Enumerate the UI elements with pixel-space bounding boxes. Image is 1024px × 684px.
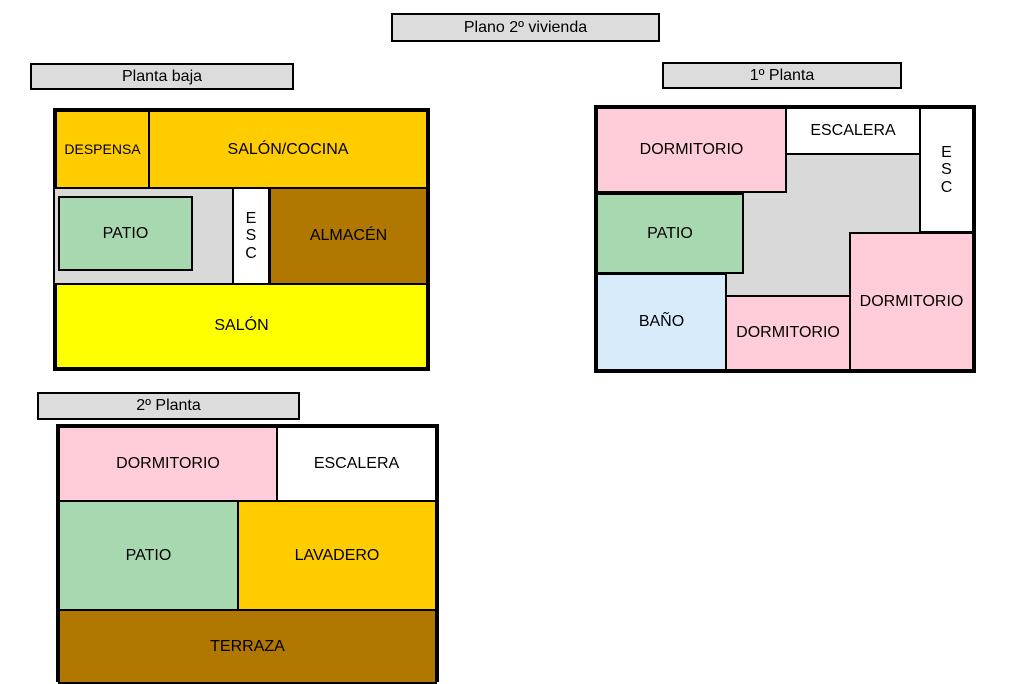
esc-letter: C: [245, 244, 257, 262]
room-escalera-primera: ESCALERA: [785, 107, 921, 155]
esc-letter: E: [245, 209, 257, 227]
room-terraza: TERRAZA: [58, 609, 437, 684]
room-escalera-segunda: ESCALERA: [276, 426, 437, 502]
esc-letter: C: [940, 178, 953, 196]
room-salon-cocina: SALÓN/COCINA: [148, 110, 428, 189]
floor-plan-segunda: DORMITORIO ESCALERA PATIO LAVADERO TERRA…: [56, 424, 439, 684]
esc-letter: S: [245, 227, 257, 245]
room-dormitorio-2: DORMITORIO: [725, 295, 851, 371]
floor-label-primera: 1º Planta: [662, 62, 902, 89]
room-bano: BAÑO: [596, 273, 727, 371]
room-lavadero: LAVADERO: [237, 500, 437, 611]
room-dormitorio-3: DORMITORIO: [849, 232, 974, 371]
room-dormitorio-1: DORMITORIO: [596, 107, 787, 193]
diagram-title: Plano 2º vivienda: [391, 13, 660, 42]
esc-letter: S: [941, 161, 952, 179]
floor-label-planta-baja: Planta baja: [30, 63, 294, 90]
room-patio-primera: PATIO: [596, 193, 744, 274]
room-almacen: ALMACÉN: [269, 187, 428, 285]
floor-label-segunda: 2º Planta: [37, 392, 300, 420]
room-patio: PATIO: [58, 196, 193, 271]
room-despensa: DESPENSA: [55, 110, 150, 189]
esc-letter: E: [941, 143, 952, 161]
room-dormitorio-segunda: DORMITORIO: [58, 426, 278, 502]
room-patio-segunda: PATIO: [58, 500, 239, 611]
room-salon: SALÓN: [55, 283, 428, 369]
